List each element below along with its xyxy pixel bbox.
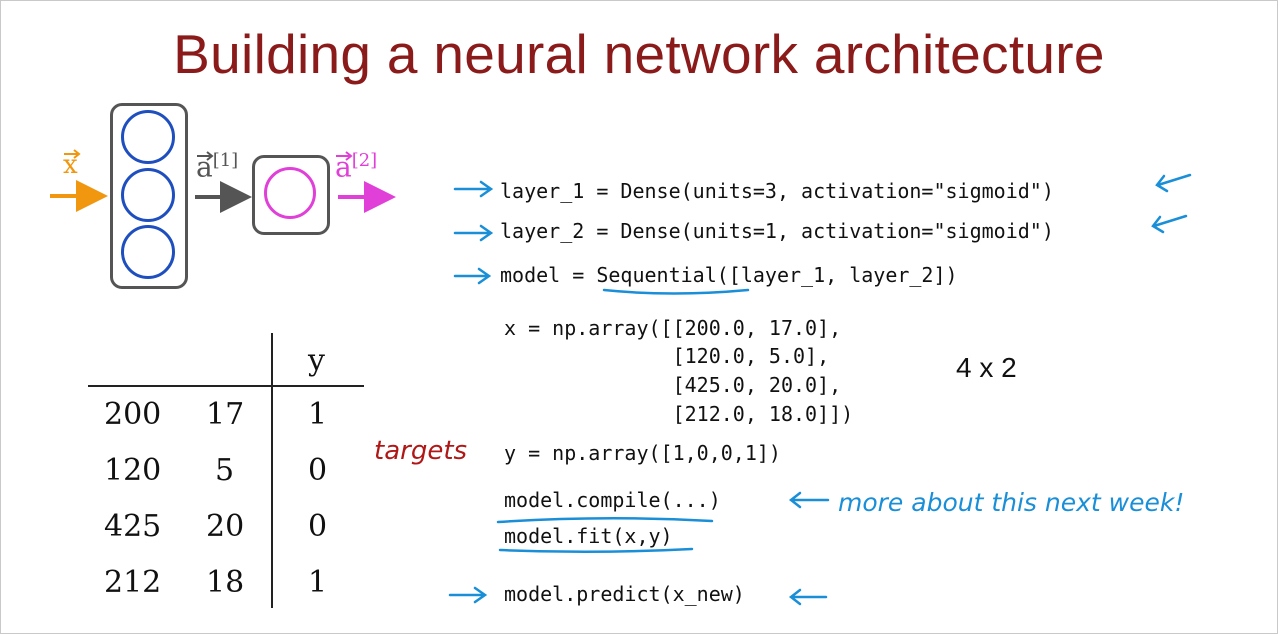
code-layer2: layer_2 = Dense(units=1, activation="sig… <box>500 219 1054 243</box>
table-cell: 18 <box>206 565 245 600</box>
table-header-y: y <box>308 343 325 378</box>
next-week-annotation: more about this next week! <box>838 488 1185 517</box>
table-cell: 200 <box>104 397 162 432</box>
code-layer1: layer_1 = Dense(units=3, activation="sig… <box>500 179 1054 203</box>
output-vector-arrow-icon <box>336 151 353 161</box>
code-x-line-4: [212.0, 18.0]]) <box>504 402 854 426</box>
input-vector-arrow-icon <box>64 149 81 159</box>
table-cell: 5 <box>215 453 235 488</box>
output-layer-box <box>252 155 330 235</box>
table-cell: 17 <box>206 397 245 432</box>
code-predict: model.predict(x_new) <box>504 582 745 606</box>
code-x-line-3: [425.0, 20.0], <box>504 373 842 397</box>
arrow-compile-right-icon <box>788 491 830 509</box>
table-cell: 1 <box>308 565 328 600</box>
output-neuron <box>264 167 316 219</box>
hidden-vector-arrow-icon <box>197 151 214 161</box>
table-cell: 0 <box>308 453 328 488</box>
code-compile: model.compile(...) <box>504 488 721 512</box>
hidden-neuron-3 <box>121 225 175 279</box>
table-cell: 20 <box>206 509 245 544</box>
underline-fit <box>498 547 694 554</box>
targets-annotation: targets <box>374 436 468 466</box>
arrow-model-left-icon <box>453 267 492 285</box>
arrow-layer1-right-icon <box>1155 173 1192 193</box>
code-x-line-1: x = np.array([[200.0, 17.0], <box>504 316 842 340</box>
code-x-line-2: [120.0, 5.0], <box>504 344 830 368</box>
code-fit: model.fit(x,y) <box>504 524 673 548</box>
shape-label: 4 x 2 <box>956 352 1017 383</box>
hidden-neuron-2 <box>121 168 175 222</box>
table-cell: 425 <box>104 509 162 544</box>
table-cell: 120 <box>104 453 162 488</box>
arrow-layer2-left-icon <box>453 224 494 242</box>
code-y: y = np.array([1,0,0,1]) <box>504 441 781 465</box>
arrow-layer1-left-icon <box>453 180 494 198</box>
underline-compile <box>496 516 714 524</box>
table-cell: 0 <box>308 509 328 544</box>
code-model: model = Sequential([layer_1, layer_2]) <box>500 263 958 287</box>
arrow-predict-left-icon <box>448 586 488 604</box>
underline-sequential <box>602 288 750 295</box>
table-cell: 212 <box>104 565 162 600</box>
table-cell: 1 <box>308 397 328 432</box>
hidden-neuron-1 <box>121 110 175 164</box>
arrow-predict-right-icon <box>788 588 828 606</box>
hidden-layer-box <box>110 103 188 289</box>
arrow-layer2-right-icon <box>1151 214 1188 234</box>
slide-title: Building a neural network architecture <box>173 23 1105 85</box>
